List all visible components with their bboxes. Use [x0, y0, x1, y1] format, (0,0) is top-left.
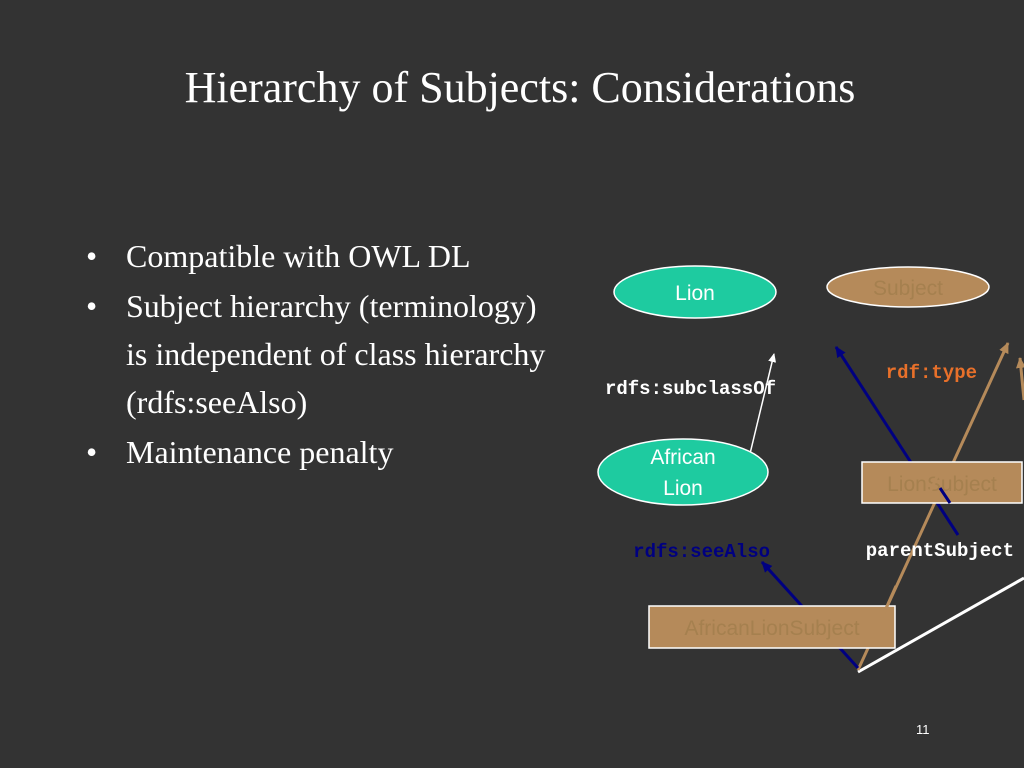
page-number: 11 — [916, 722, 930, 737]
bullet-text: Maintenance penalty — [126, 434, 394, 470]
subject-node-label: Subject — [873, 277, 943, 300]
parent-subject-label: parentSubject — [866, 540, 1014, 562]
lion-node-label: Lion — [675, 282, 715, 305]
rdf-type-navy-arrow-overlay — [938, 487, 952, 504]
bullet-item: • Maintenance penalty — [84, 428, 545, 476]
bullet-icon: • — [86, 434, 98, 470]
rdf-type-label: rdf:type — [886, 362, 977, 384]
lion-subject-node — [861, 461, 1023, 504]
lion-subject-node-label: LionSubject — [887, 473, 997, 496]
see-also-label: rdfs:seeAlso — [633, 541, 770, 563]
rdf-type-arrow-overlay — [928, 469, 942, 493]
parent-subject-line — [857, 576, 1024, 674]
slide-title: Hierarchy of Subjects: Considerations — [184, 63, 856, 112]
rdf-type-arrow-secondary — [1015, 357, 1024, 401]
subclass-of-label: rdfs:subclassOf — [605, 378, 776, 400]
african-lion-node — [597, 438, 769, 506]
bullet-item: • Subject hierarchy (terminology) is ind… — [84, 282, 545, 426]
bullet-list: • Compatible with OWL DL • Subject hiera… — [84, 232, 545, 484]
bullet-text: (rdfs:seeAlso) — [126, 384, 308, 420]
bullet-text: Subject hierarchy (terminology) — [126, 288, 537, 324]
african-lion-subject-node — [648, 605, 896, 649]
bullet-text: is independent of class hierarchy — [126, 336, 546, 372]
subject-node — [826, 266, 990, 308]
african-lion-subject-node-label: AfricanLionSubject — [684, 617, 859, 640]
bullet-text: Compatible with OWL DL — [126, 238, 471, 274]
bullet-icon: • — [86, 238, 98, 274]
bullet-icon: • — [86, 288, 98, 324]
lion-node — [613, 265, 777, 319]
african-lion-node-label-line1: African — [650, 446, 715, 469]
african-lion-node-label-line2: Lion — [663, 477, 703, 500]
rdf-type-arrow-overlay — [878, 585, 898, 623]
bullet-item: • Compatible with OWL DL — [84, 232, 545, 280]
